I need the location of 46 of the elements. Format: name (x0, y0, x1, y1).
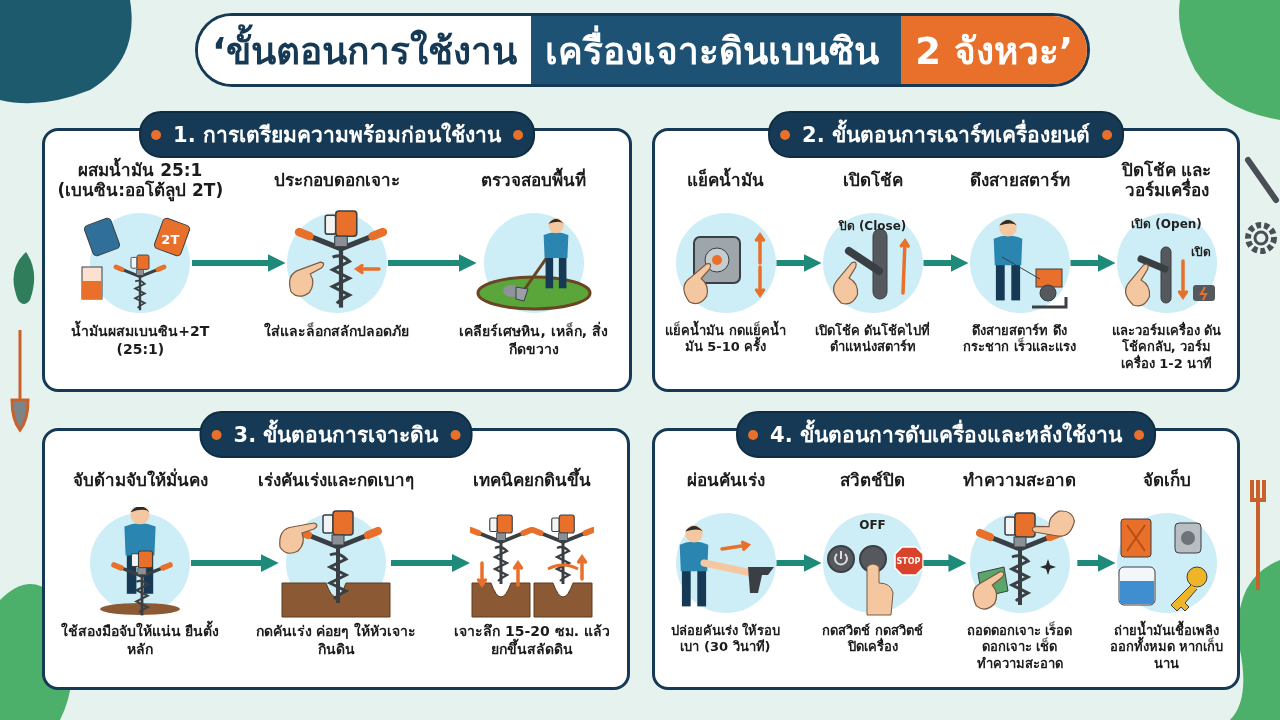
step-title: ผสมน้ำมัน 25:1 (เบนซิน:ออโต้ลูป 2T) (56, 156, 225, 204)
illustration-label: STOP (896, 556, 921, 566)
illustration-label: 2T (161, 231, 180, 247)
arrow (923, 554, 967, 572)
step-title: เปิดโช้ค (841, 168, 904, 192)
step-description: ถอดดอกเจาะ เร็อดดอกเจาะ เช็ดทำความสะอาด (965, 623, 1074, 672)
section-heading: 3. ขั้นตอนการเจาะดิน (199, 411, 473, 458)
title-segment: 2 จังหวะ’ (901, 16, 1087, 84)
illustration-label: เปิด (Open) (1131, 215, 1202, 233)
arrow (391, 554, 470, 572)
step-title: แย็คน้ำมัน (686, 166, 765, 192)
step-description: ดึงสายสตาร์ท ดึงกระชาก เร็วและแรง (962, 323, 1077, 356)
step-title: เร่งคันเร่งและกดเบาๆ (257, 468, 415, 492)
step-description: และวอร์มเครื่อง ดันโช้คกลับ, วอร์มเครื่อง 1-2 นาที (1110, 323, 1223, 372)
step-title: ปิดโช้ค และวอร์มเครื่อง (1120, 158, 1213, 202)
step-description: เปิดโช้ค ดันโช้คไปที่ ตำแหน่งสตาร์ท (813, 323, 932, 356)
step-title: จัดเก็บ (1141, 467, 1192, 492)
illustration-label: เปิด (1190, 243, 1211, 261)
section-heading: 2. ขั้นตอนการเฉาร์ทเครื่องยนต์ (768, 111, 1124, 158)
arrow (191, 554, 279, 572)
illustration-label: ปิด (Close) (838, 217, 907, 235)
step-description: เคลียร์เศษหิน, เหล็ก, สิ่งกีดขวาง (458, 323, 609, 358)
arrow (776, 254, 822, 272)
arrow (776, 554, 822, 572)
step-description: ใส่และล็อกสลักปลอดภัย (263, 323, 411, 341)
step-title: ทำความสะอาด (962, 468, 1077, 492)
step-title: สวิตช์ปิด (839, 468, 906, 492)
step-description: ปล่อยคันเร่ง ให้รอบเบา (30 วินาที) (669, 623, 782, 656)
step-title: ดึงสายสตาร์ท (968, 168, 1071, 192)
step-description: กดสวิตช์ กดสวิตช์ ปิดเครื่อง (821, 623, 924, 656)
section-heading: 1. การเตรียมความพร้อมก่อนใช้งาน (139, 111, 535, 158)
title-segment: เครื่องเจาะดินเบนซิน (531, 16, 902, 84)
step-description: กดคันเร่ง ค่อยๆ ให้หัวเจาะกินดิน (254, 623, 418, 658)
section-heading: 4. ขั้นตอนการดับเครื่องและหลังใช้งาน (736, 411, 1156, 458)
arrow (191, 254, 286, 272)
step-title: ตรวจสอบพื้นที่ (480, 166, 588, 192)
arrow (1070, 254, 1116, 272)
step-title: จับด้ามจับให้มั่นคง (71, 467, 209, 492)
arrow (923, 254, 969, 272)
step-title: เทคนิคยกดินขึ้น (472, 466, 592, 492)
illustration-label: OFF (859, 518, 886, 532)
step-description: เจาะลึก 15-20 ซม. แล้วยกขึ้นสลัดดิน (453, 623, 611, 658)
arrow (1077, 554, 1116, 572)
step-title: ประกอบดอกเจาะ (273, 168, 401, 192)
arrow (388, 254, 477, 272)
step-title: ผ่อนคันเร่ง (685, 468, 766, 492)
